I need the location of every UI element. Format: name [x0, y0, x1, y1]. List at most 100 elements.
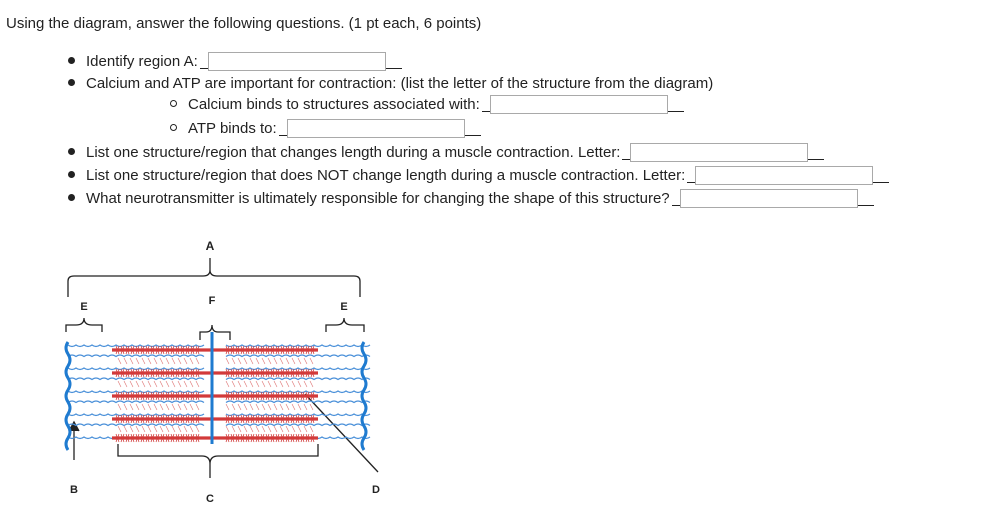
myosin-head — [145, 414, 150, 424]
myosin-head — [125, 368, 130, 378]
myosin-head — [195, 414, 200, 424]
myosin-head — [120, 368, 125, 378]
myosin-head — [195, 433, 200, 443]
myosin-texture — [285, 425, 290, 433]
myosin-texture — [231, 425, 236, 433]
myosin-texture — [141, 357, 146, 365]
myosin-head — [240, 368, 245, 378]
myosin-texture — [303, 357, 308, 365]
myosin-head — [155, 433, 160, 443]
myosin-head — [270, 433, 275, 443]
myosin-texture — [195, 403, 200, 411]
myosin-head — [170, 368, 175, 378]
bullet-icon — [68, 148, 75, 155]
myosin-texture — [297, 380, 302, 388]
myosin-head — [125, 414, 130, 424]
myosin-texture — [117, 403, 122, 411]
myosin-head — [245, 414, 250, 424]
myosin-head — [235, 368, 240, 378]
myosin-head — [115, 368, 120, 378]
myosin-texture — [249, 380, 254, 388]
label-e-right: E — [340, 301, 347, 313]
answer-4-input[interactable] — [630, 142, 809, 162]
myosin-texture — [147, 380, 152, 388]
myosin-head — [235, 414, 240, 424]
myosin-head — [180, 414, 185, 424]
myosin-head — [115, 414, 120, 424]
instructions-heading: Using the diagram, answer the following … — [6, 15, 482, 32]
answer-2-input[interactable] — [489, 94, 668, 114]
myosin-texture — [291, 403, 296, 411]
answer-1-input[interactable] — [207, 51, 386, 71]
myosin-head — [280, 433, 285, 443]
myosin-head — [295, 368, 300, 378]
myosin-texture — [183, 357, 188, 365]
myosin-head — [225, 345, 230, 355]
myosin-head — [275, 368, 280, 378]
thin-filament — [225, 423, 371, 427]
myosin-head — [285, 345, 290, 355]
myosin-head — [230, 368, 235, 378]
myosin-texture — [183, 425, 188, 433]
myosin-head — [165, 433, 170, 443]
myosin-texture — [279, 357, 284, 365]
calcium-atp-intro: Calcium and ATP are important for contra… — [68, 72, 714, 94]
myosin-texture — [147, 357, 152, 365]
myosin-head — [245, 345, 250, 355]
myosin-texture — [135, 403, 140, 411]
myosin-texture — [243, 403, 248, 411]
myosin-texture — [249, 425, 254, 433]
answer-6-input[interactable] — [679, 188, 858, 208]
myosin-texture — [141, 425, 146, 433]
thin-filament — [225, 367, 371, 371]
myosin-texture — [255, 425, 260, 433]
myosin-texture — [249, 357, 254, 365]
myosin-head — [125, 345, 130, 355]
answer-3-input[interactable] — [286, 118, 465, 138]
myosin-head — [305, 414, 310, 424]
myosin-head — [300, 433, 305, 443]
myosin-texture — [267, 403, 272, 411]
myosin-head — [300, 345, 305, 355]
myosin-head — [115, 433, 120, 443]
question-1-text: Identify region A: — [86, 52, 198, 70]
myosin-texture — [189, 425, 194, 433]
myosin-head — [160, 414, 165, 424]
myosin-texture — [147, 425, 152, 433]
myosin-texture — [261, 380, 266, 388]
myosin-head — [155, 345, 160, 355]
calcium-atp-intro-text: Calcium and ATP are important for contra… — [86, 74, 714, 92]
label-e-left: E — [80, 301, 87, 313]
myosin-texture — [267, 357, 272, 365]
myosin-texture — [279, 380, 284, 388]
myosin-texture — [189, 403, 194, 411]
myosin-texture — [165, 403, 170, 411]
myosin-texture — [117, 380, 122, 388]
myosin-texture — [165, 380, 170, 388]
myosin-texture — [189, 380, 194, 388]
myosin-head — [230, 391, 235, 401]
myosin-head — [250, 414, 255, 424]
sub-bullet-icon — [170, 124, 177, 131]
myosin-texture — [153, 380, 158, 388]
myosin-head — [305, 391, 310, 401]
myosin-head — [265, 414, 270, 424]
answer-5-input[interactable] — [695, 165, 874, 185]
myosin-texture — [225, 425, 230, 433]
myosin-head — [115, 391, 120, 401]
myosin-texture — [279, 425, 284, 433]
myosin-texture — [177, 357, 182, 365]
myosin-head — [260, 345, 265, 355]
myosin-head — [260, 368, 265, 378]
label-c: C — [206, 493, 214, 505]
myosin-head — [275, 414, 280, 424]
myosin-texture — [285, 357, 290, 365]
myosin-texture — [153, 425, 158, 433]
myosin-head — [270, 414, 275, 424]
myosin-head — [305, 345, 310, 355]
myosin-texture — [291, 380, 296, 388]
myosin-head — [295, 414, 300, 424]
myosin-head — [305, 368, 310, 378]
myosin-texture — [261, 357, 266, 365]
myosin-texture — [171, 357, 176, 365]
